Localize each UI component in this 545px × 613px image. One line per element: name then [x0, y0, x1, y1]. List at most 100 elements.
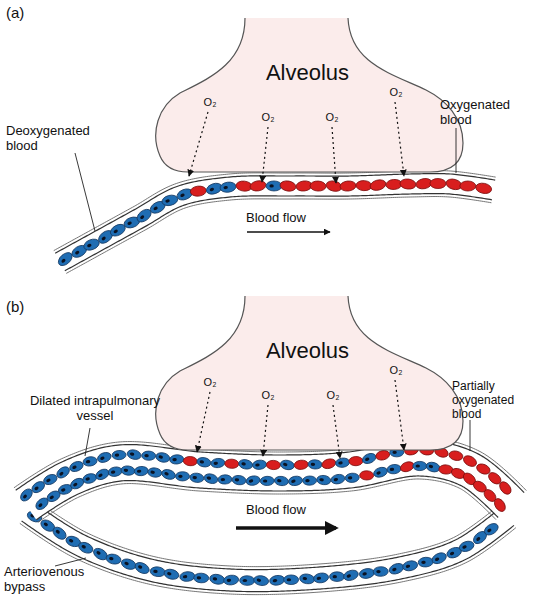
cell-body — [458, 539, 475, 553]
oxygenated-cell — [492, 497, 507, 514]
cell-body — [418, 557, 434, 568]
cell-nucleus — [302, 577, 307, 581]
cell-body — [209, 573, 226, 585]
cell-body — [225, 459, 239, 469]
cell-body — [284, 575, 299, 585]
cell-nucleus — [38, 503, 43, 508]
cell-nucleus — [376, 471, 381, 475]
cell-nucleus — [390, 468, 395, 472]
cell-nucleus — [311, 463, 316, 466]
cell-nucleus — [183, 575, 188, 579]
deoxygenated-cell — [313, 572, 329, 584]
deoxygenated-cell — [55, 465, 72, 481]
deoxygenated-cell — [209, 573, 226, 585]
deoxygenated-cell — [203, 472, 219, 485]
cell-body — [313, 572, 329, 584]
cell-nucleus — [172, 458, 177, 462]
cell-body — [460, 181, 476, 191]
cell-body — [107, 466, 123, 478]
cell-nucleus — [272, 579, 277, 583]
deoxygenated-cell — [120, 465, 135, 476]
cell-body — [42, 473, 59, 487]
cell-body — [55, 465, 72, 481]
cell-nucleus — [75, 250, 80, 255]
cell-nucleus — [421, 561, 426, 565]
deoxygenated-cell — [150, 566, 166, 577]
leader-line — [85, 428, 90, 456]
cell-body — [223, 574, 239, 585]
cell-nucleus — [127, 221, 132, 225]
cell-nucleus — [197, 576, 202, 579]
deoxygenated-cell — [175, 472, 189, 481]
deoxygenated-cell — [252, 459, 267, 470]
leader-line — [456, 128, 457, 173]
cell-nucleus — [221, 478, 226, 481]
cell-nucleus — [305, 479, 309, 482]
cell-nucleus — [49, 495, 54, 500]
cell-body — [150, 566, 166, 577]
leader-line — [470, 420, 471, 451]
deoxygenated-cell — [482, 521, 500, 537]
cell-nucleus — [392, 451, 396, 454]
cell-nucleus — [192, 476, 197, 480]
diffusion-arrow — [395, 102, 404, 176]
deoxygenated-cell — [210, 458, 225, 469]
alveolus-outline-svg — [150, 18, 465, 174]
deoxygenated-cell — [94, 467, 111, 482]
flow-arrow — [247, 231, 330, 233]
deoxygenated-cell — [316, 475, 331, 486]
oxygenated-cell — [225, 459, 239, 469]
gas-label: O₂ — [256, 111, 280, 124]
oxygenated-cell — [497, 480, 513, 497]
cell-body — [266, 181, 282, 191]
oxygenated-cell — [249, 180, 267, 193]
cell-nucleus — [223, 186, 228, 190]
gas-label: O₂ — [256, 389, 280, 402]
cell-nucleus — [263, 479, 267, 482]
cell-body — [316, 475, 331, 486]
cell-body — [372, 466, 388, 479]
cell-body — [430, 178, 446, 188]
cell-nucleus — [243, 579, 247, 582]
cell-nucleus — [199, 460, 204, 464]
cell-body — [335, 457, 350, 468]
deoxygenated-cell — [330, 473, 346, 485]
cell-body — [330, 473, 346, 485]
cell-body — [82, 456, 97, 467]
cell-nucleus — [73, 482, 78, 487]
cell-body — [388, 562, 405, 576]
cell-body — [193, 573, 208, 583]
cell-nucleus — [124, 468, 129, 472]
vessel-wall — [22, 521, 514, 592]
cell-nucleus — [206, 476, 211, 480]
alveolus-outline — [156, 296, 463, 450]
flow-label: Blood flow — [246, 503, 346, 518]
cell-body — [126, 448, 142, 460]
cell-body — [120, 465, 135, 476]
cell-body — [169, 454, 184, 464]
deoxygenated-cell — [133, 560, 151, 575]
deoxygenated-cell — [274, 476, 289, 487]
cell-nucleus — [43, 522, 48, 527]
deoxygenated-cell — [308, 459, 322, 469]
deoxygenated-cell — [342, 568, 359, 582]
deoxygenated-cell — [299, 573, 315, 585]
cell-nucleus — [392, 567, 397, 572]
cell-nucleus — [213, 461, 218, 465]
cell-body — [161, 194, 179, 208]
cell-nucleus — [150, 470, 155, 474]
cell-body — [330, 572, 345, 582]
cell-nucleus — [61, 488, 66, 492]
deoxygenated-cell — [179, 571, 195, 582]
cell-nucleus — [81, 544, 86, 549]
deoxygenated-cell — [112, 450, 127, 460]
cell-nucleus — [462, 545, 467, 549]
capillary-vessel — [54, 171, 496, 274]
leader-line — [75, 153, 95, 231]
oxygenated-cell — [448, 450, 464, 462]
cell-nucleus — [227, 578, 232, 582]
cell-body — [189, 472, 204, 483]
deoxygenated-cell — [269, 574, 285, 586]
